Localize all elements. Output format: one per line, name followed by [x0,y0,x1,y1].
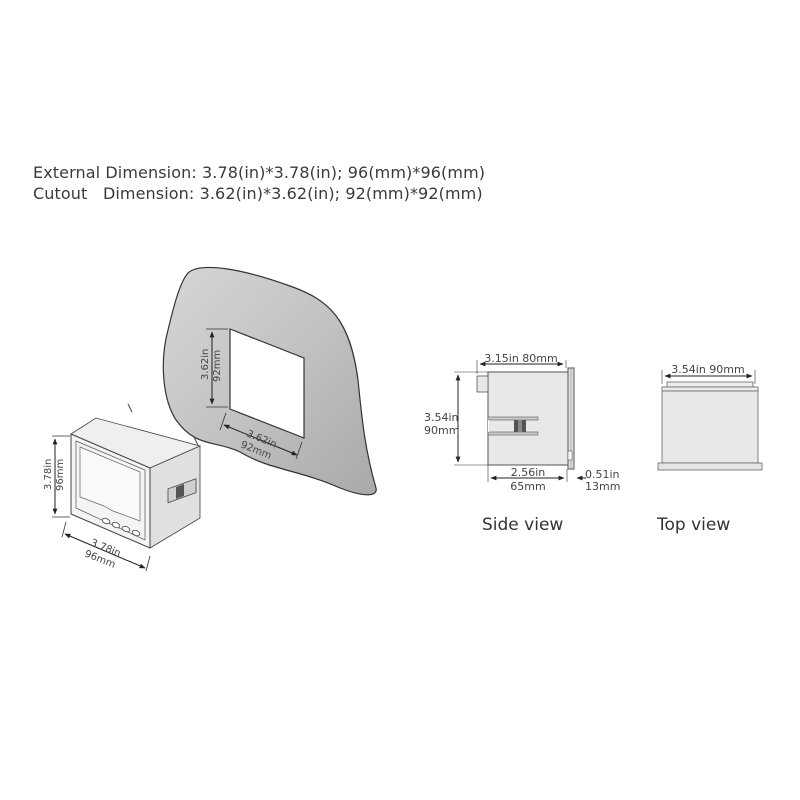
side-total-depth: 3.15in 80mm [484,352,557,365]
side-bezel-depth-in: 0.51in [585,468,620,481]
top-view-caption: Top view [657,515,731,535]
meter-display [79,446,141,522]
side-body-depth-in: 2.56in [511,466,546,479]
meter-height-in: 3.78in [43,459,54,490]
top-width: 3.54in 90mm [671,363,744,376]
cutout-height-mm: 92mm [212,350,223,382]
cutout-dimension-value: 3.62(in)*3.62(in); 92(mm)*92(mm) [199,184,483,203]
external-dimension-spec: External Dimension: 3.78(in)*3.78(in); 9… [33,163,485,182]
external-dimension-value: 3.78(in)*3.78(in); 96(mm)*96(mm) [202,163,486,182]
cutout-label: Cutout [33,184,88,203]
side-height-in: 3.54in [424,411,459,424]
cutout-height-in: 3.62in [200,349,211,380]
panel-cutout-illustration: 3.62in 92mm 3.62in 92mm [162,266,377,496]
side-view-caption: Side view [482,515,564,535]
cutout-dimension-label: Dimension: [102,184,195,203]
side-body-depth-mm: 65mm [510,480,545,493]
meter-height-mm: 96mm [55,459,66,491]
side-bezel-depth-mm: 13mm [585,480,620,493]
external-dimension-label: Dimension: [105,163,197,182]
cutout-dimension-spec: Cutout Dimension: 3.62(in)*3.62(in); 92(… [33,184,483,203]
meter-buttons [101,517,141,537]
external-label: External [33,163,101,182]
cutout-opening [229,328,305,439]
side-view-drawing: 3.15in 80mm 3.54in 90mm 2.56in 65mm 0.51… [424,352,620,493]
side-height-mm: 90mm [424,424,459,437]
top-view-drawing: 3.54in 90mm [657,363,763,471]
meter-isometric-illustration: 3.78in 96mm 3.78in 96mm [43,403,202,572]
